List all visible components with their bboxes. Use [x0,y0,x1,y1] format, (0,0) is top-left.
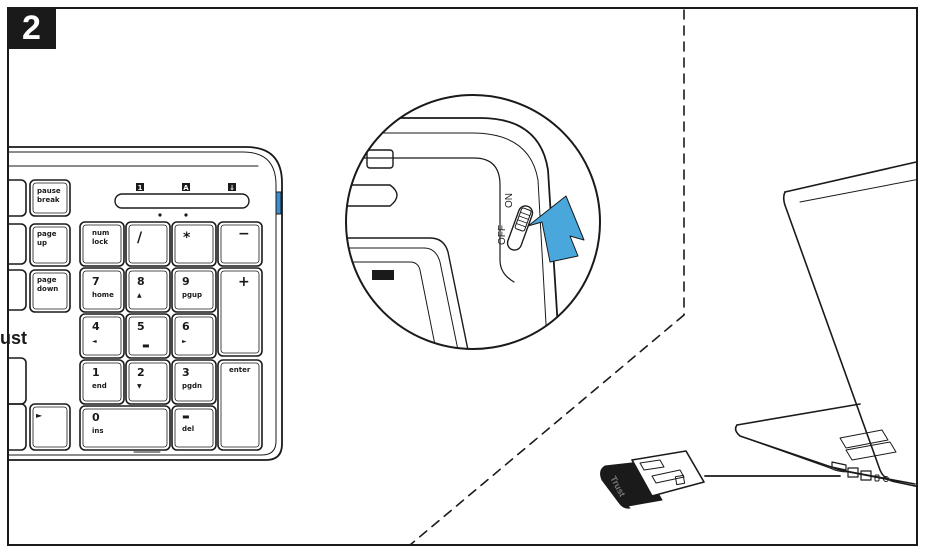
multiply-label: * [183,230,191,246]
key-9-sub: pgup [182,291,202,299]
key-7-sub: home [92,291,114,299]
brand-label: ust [0,328,27,348]
indicator-caps-lock-icon: A [182,183,190,192]
minus-key [217,221,263,267]
indicator-bar [114,193,250,209]
key-4 [79,313,125,359]
key-5 [125,313,171,359]
key-8-sub: ▲ [137,292,142,299]
svg-text:↓: ↓ [229,184,235,192]
arrow-right-label: ► [36,411,43,420]
step-number-badge: 2 [7,7,56,49]
switch-on-label: ON [504,193,515,208]
indicator-num-lock-icon: 1 [136,183,144,192]
del-label: del [182,425,194,433]
key-3-sub: pgdn [182,382,202,390]
key-4-sub: ◄ [92,338,97,345]
key-5-sub: ▬ [142,341,150,350]
blue-led-strip [275,191,282,215]
page-up-key [29,223,71,267]
page-up-label-2: up [37,239,47,247]
key-9 [171,267,217,313]
divider-line-diagonal [409,314,685,544]
key-2-sub: ▼ [137,383,142,390]
pause-label-2: break [37,196,60,204]
key-8 [125,267,171,313]
key-7 [79,267,125,313]
pause-break-key [29,179,71,217]
enter-label: enter [229,366,251,374]
key-1-sub: end [92,382,107,390]
key-0-label: 0 [92,411,100,424]
multiply-key [171,221,217,267]
illustration-frame [7,7,918,546]
indicator-scroll-lock-icon: ↓ [228,183,236,192]
key-3-label: 3 [182,366,190,379]
plus-key [217,267,263,357]
usb-receiver [600,450,705,509]
key-4-label: 4 [92,320,100,333]
num-lock-label-1: num [92,229,109,237]
power-switch [506,205,534,251]
switch-zoom-detail [345,94,601,350]
num-lock-key [79,221,125,267]
del-minus-label: ▬ [182,412,190,421]
switch-off-label: OFF [497,225,508,245]
arrow-right-key [29,403,71,451]
minus-label: − [238,226,250,242]
pause-label-1: pause [37,187,61,195]
num-lock-label-2: lock [92,238,108,246]
divide-label: / [137,230,143,246]
key-6 [171,313,217,359]
plus-label: + [238,274,250,290]
laptop [734,161,916,487]
key-6-label: 6 [182,320,190,333]
page-up-label-1: page [37,230,57,238]
keyboard [9,146,283,461]
key-1 [79,359,125,405]
key-3 [171,359,217,405]
svg-text:A: A [183,184,189,192]
page-down-label-2: down [37,285,58,293]
divide-key [125,221,171,267]
page-down-label-1: page [37,276,57,284]
key-9-label: 9 [182,275,190,288]
key-6-sub: ► [182,338,187,345]
key-5-label: 5 [137,320,145,333]
page-down-key [29,269,71,313]
arrow-icon [527,195,585,263]
key-2-label: 2 [137,366,145,379]
key-7-label: 7 [92,275,100,288]
svg-text:1: 1 [138,184,143,192]
key-8-label: 8 [137,275,145,288]
enter-key [217,359,263,451]
usb-port [831,461,847,471]
key-1-label: 1 [92,366,100,379]
key-0 [79,405,171,451]
key-2 [125,359,171,405]
del-key [171,405,217,451]
key-0-sub: ins [92,427,104,435]
